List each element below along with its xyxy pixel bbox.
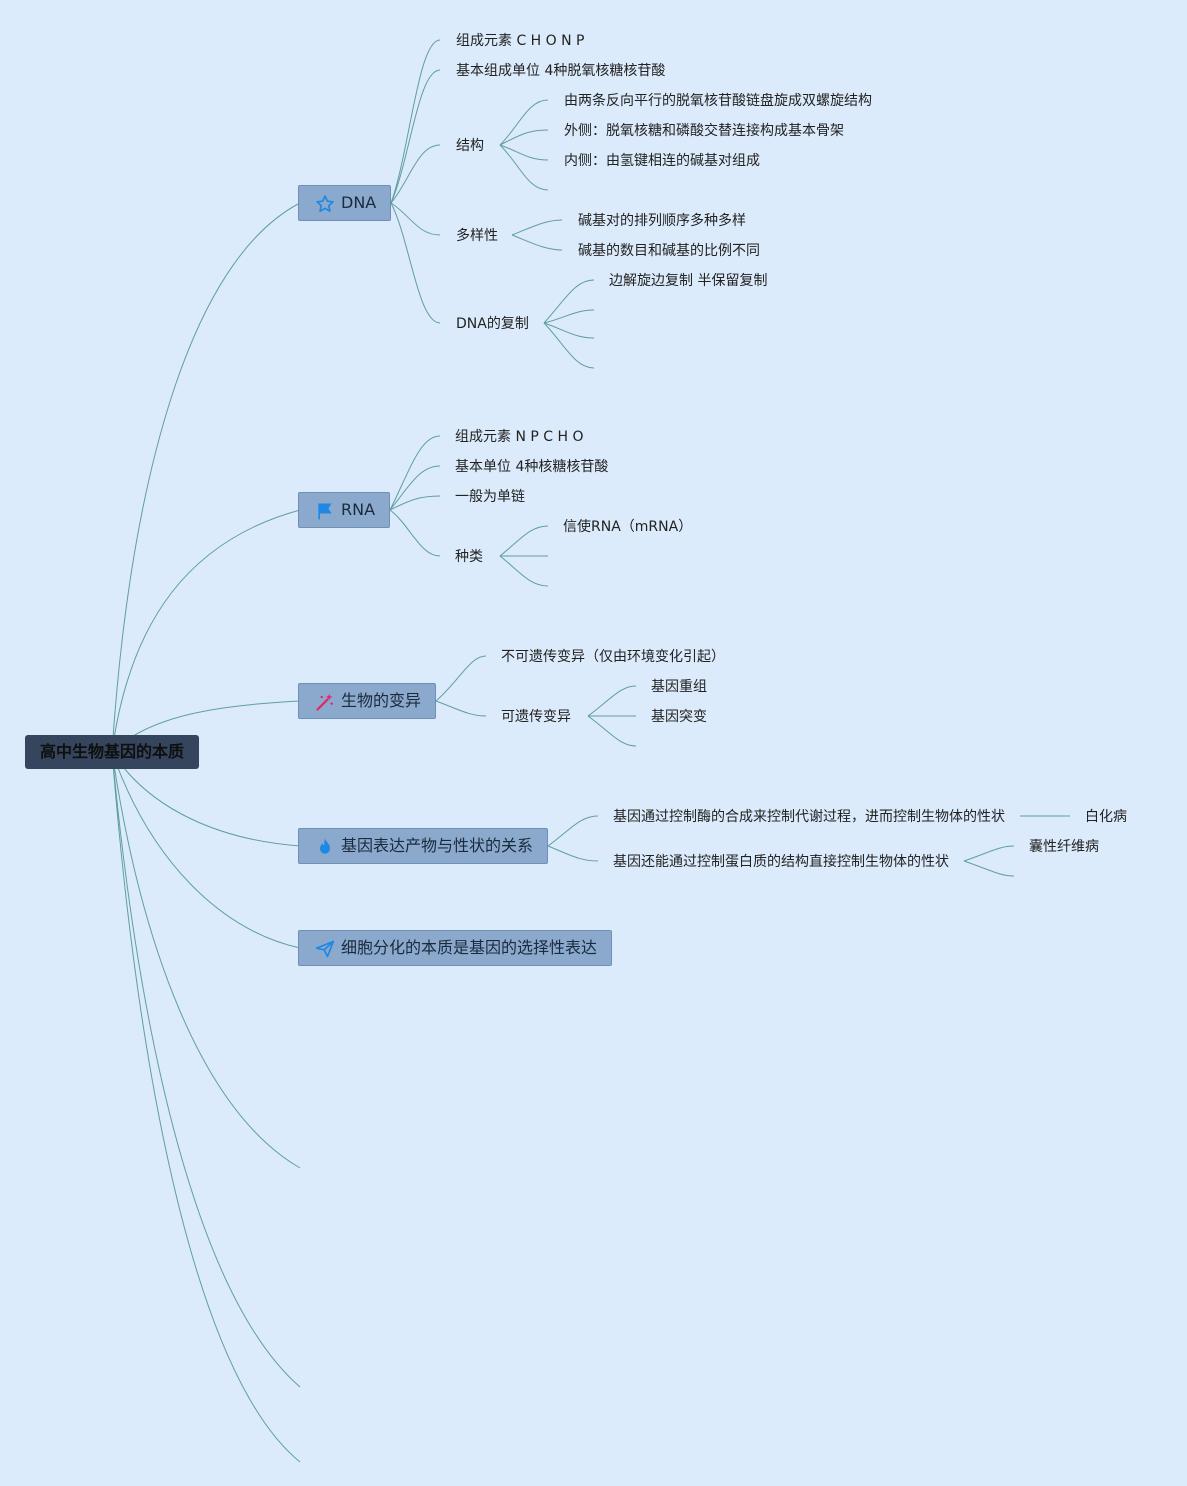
link-expression-protein	[547, 845, 599, 862]
dna-structure[interactable]: 结构	[456, 138, 484, 154]
rna-strand[interactable]: 一般为单链	[455, 489, 525, 505]
variation-heritable-item[interactable]: 基因重组	[651, 679, 707, 695]
expression-enzyme[interactable]: 基因通过控制酶的合成来控制代谢过程，进而控制生物体的性状	[613, 809, 1005, 825]
dna-structure-item[interactable]: 内侧：由氢键相连的碱基对组成	[564, 153, 760, 169]
branch-dna[interactable]: DNA	[298, 185, 391, 221]
variation-non-heritable[interactable]: 不可遗传变异（仅由环境变化引起）	[501, 649, 725, 665]
link-root-rna	[111, 509, 301, 753]
link-variation-heritable	[435, 700, 487, 717]
rna-unit[interactable]: 基本单位 4种核糖核苷酸	[455, 459, 609, 475]
star-icon	[315, 194, 335, 214]
paper-plane-icon	[315, 939, 335, 959]
dna-diversity-item[interactable]: 碱基的数目和碱基的比例不同	[578, 243, 760, 259]
branch-rna-label: RNA	[341, 500, 376, 519]
root-label: 高中生物基因的本质	[39, 742, 184, 761]
link-protein-example	[963, 845, 1015, 862]
link-diversity-1	[511, 219, 563, 236]
expression-protein-example[interactable]: 囊性纤维病	[1029, 839, 1099, 855]
link-rna-elements	[389, 435, 441, 511]
variation-heritable[interactable]: 可遗传变异	[501, 709, 571, 725]
branch-dna-label: DNA	[341, 193, 377, 212]
branch-differentiation[interactable]: 细胞分化的本质是基因的选择性表达	[298, 930, 612, 966]
link-replication-1	[543, 279, 595, 324]
link-replication-empty-2	[543, 322, 595, 339]
link-structure-empty	[499, 144, 549, 191]
link-dna-diversity	[390, 202, 441, 236]
dna-diversity[interactable]: 多样性	[456, 228, 498, 244]
branch-rna[interactable]: RNA	[298, 492, 390, 528]
dna-diversity-item[interactable]: 碱基对的排列顺序多种多样	[578, 213, 746, 229]
link-root-expression	[111, 751, 301, 847]
rna-elements[interactable]: 组成元素 N P C H O	[455, 429, 584, 445]
link-expression-enzyme	[547, 815, 599, 847]
flame-icon	[315, 837, 335, 857]
link-diversity-2	[511, 234, 563, 251]
link-dna-replication	[390, 202, 441, 324]
link-root-empty-3	[111, 751, 301, 1463]
link-heritable-1	[587, 685, 637, 717]
link-root-empty-1	[111, 751, 301, 1169]
dna-replication[interactable]: DNA的复制	[456, 316, 529, 332]
link-root-dna	[111, 202, 301, 753]
dna-structure-item[interactable]: 由两条反向平行的脱氧核苷酸链盘旋成双螺旋结构	[564, 93, 872, 109]
branch-expression[interactable]: 基因表达产物与性状的关系	[298, 828, 548, 864]
link-dna-elements	[390, 39, 441, 204]
dna-replication-item[interactable]: 边解旋边复制 半保留复制	[609, 273, 768, 289]
magic-wand-icon	[315, 692, 335, 712]
link-rna-unit	[389, 465, 441, 511]
branch-expression-label: 基因表达产物与性状的关系	[341, 836, 534, 855]
dna-structure-item[interactable]: 外侧：脱氧核糖和磷酸交替连接构成基本骨架	[564, 123, 844, 139]
link-structure-2	[499, 129, 549, 146]
branch-differentiation-label: 细胞分化的本质是基因的选择性表达	[341, 938, 598, 957]
link-dna-structure	[390, 144, 441, 204]
link-variation-nonheritable	[435, 655, 487, 702]
variation-heritable-item[interactable]: 基因突变	[651, 709, 707, 725]
link-root-differentiation	[111, 751, 301, 949]
link-replication-empty-3	[543, 322, 595, 369]
expression-protein[interactable]: 基因还能通过控制蛋白质的结构直接控制生物体的性状	[613, 854, 949, 870]
link-replication-empty-1	[543, 309, 595, 324]
link-heritable-empty	[587, 715, 637, 747]
link-rna-strand	[389, 495, 441, 511]
link-types-empty-2	[499, 555, 549, 587]
link-root-empty-2	[111, 751, 301, 1388]
link-structure-1	[499, 99, 549, 146]
link-protein-empty	[963, 860, 1015, 877]
link-dna-unit	[390, 69, 441, 204]
link-rna-types	[389, 509, 441, 557]
dna-elements[interactable]: 组成元素 C H O N P	[456, 33, 585, 49]
flag-icon	[315, 501, 335, 521]
dna-unit[interactable]: 基本组成单位 4种脱氧核糖核苷酸	[456, 63, 666, 79]
branch-variation[interactable]: 生物的变异	[298, 683, 436, 719]
rna-types[interactable]: 种类	[455, 549, 483, 565]
link-structure-3	[499, 144, 549, 161]
expression-enzyme-example[interactable]: 白化病	[1085, 809, 1127, 825]
rna-types-item[interactable]: 信使RNA（mRNA）	[563, 519, 693, 535]
branch-variation-label: 生物的变异	[341, 691, 422, 710]
root-node[interactable]: 高中生物基因的本质	[25, 735, 199, 769]
link-types-1	[499, 525, 549, 557]
